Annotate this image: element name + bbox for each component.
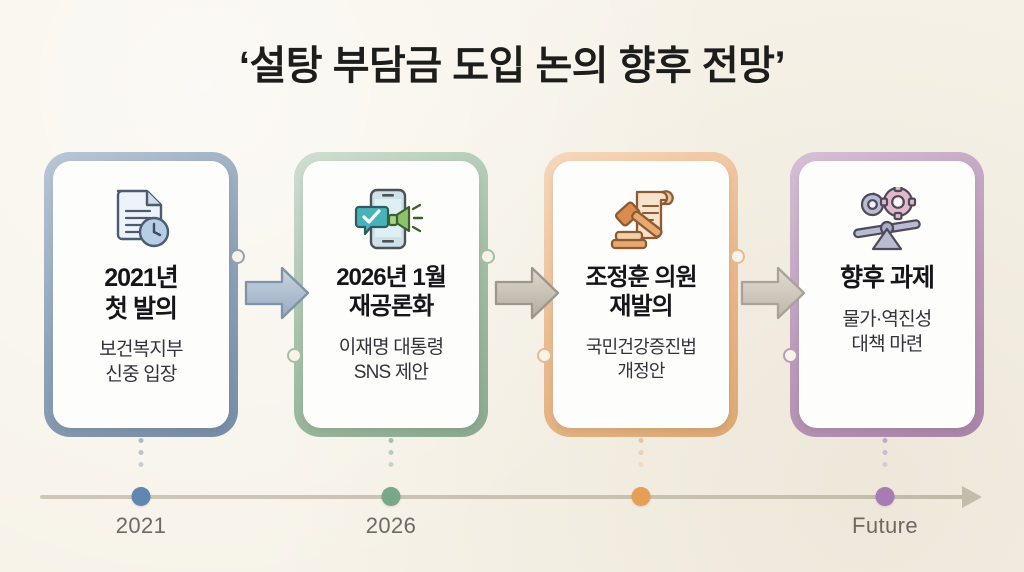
timeline-leader-dots bbox=[638, 438, 644, 474]
card-heading: 향후 과제 bbox=[840, 264, 935, 292]
connector-node-right bbox=[730, 249, 745, 264]
card-heading: 조정훈 의원 재발의 bbox=[585, 264, 697, 321]
timeline-dot bbox=[631, 487, 651, 506]
title-container: ‘설탕 부담금 도입 논의 향후 전망’ bbox=[0, 44, 1024, 88]
timeline-label: 2021 bbox=[115, 513, 167, 538]
card-heading: 2021년 첫 발의 bbox=[104, 264, 179, 323]
flow-arrow-2 bbox=[494, 262, 562, 324]
timeline-card-2021[interactable]: 2021년 첫 발의 보건복지부 신중 입장 bbox=[44, 152, 245, 437]
timeline-leader-dots bbox=[138, 438, 144, 474]
flow-arrow-3 bbox=[740, 262, 808, 324]
timeline-line bbox=[40, 495, 970, 499]
document-clock-icon bbox=[110, 183, 172, 257]
card-heading: 2026년 1월 재공론화 bbox=[336, 264, 447, 321]
timeline-label: 2026 bbox=[365, 513, 417, 538]
connector-node-right bbox=[230, 249, 245, 264]
gavel-scroll-icon bbox=[603, 183, 679, 257]
page-title: ‘설탕 부담금 도입 논의 향후 전망’ bbox=[238, 44, 786, 88]
timeline-dot bbox=[875, 487, 895, 506]
seesaw-gears-icon bbox=[846, 183, 928, 257]
card-subtitle: 물가·역진성 대책 마련 bbox=[842, 308, 933, 355]
flow-arrow-1 bbox=[244, 262, 312, 324]
timeline-leader-dots bbox=[882, 438, 888, 474]
card-subtitle: 국민건강증진법 개정안 bbox=[585, 336, 697, 381]
card-subtitle: 이재명 대통령 SNS 제안 bbox=[338, 336, 444, 383]
timeline-dot bbox=[131, 487, 151, 506]
timeline-label: Future bbox=[852, 513, 918, 538]
timeline-axis: 2021 2026 bbox=[0, 438, 1024, 555]
timeline-card-future[interactable]: 향후 과제 물가·역진성 대책 마련 bbox=[783, 152, 984, 437]
timeline-arrowhead-icon bbox=[962, 486, 982, 508]
timeline-cards: 2021년 첫 발의 보건복지부 신중 입장 bbox=[0, 152, 1024, 442]
timeline-card-2026[interactable]: 2026년 1월 재공론화 이재명 대통령 SNS 제안 bbox=[287, 152, 495, 437]
card-subtitle: 보건복지부 신중 입장 bbox=[99, 339, 183, 386]
connector-node-left bbox=[287, 348, 302, 363]
timeline-dot bbox=[381, 487, 401, 506]
timeline-leader-dots bbox=[388, 438, 394, 474]
smartphone-megaphone-icon bbox=[353, 183, 429, 257]
connector-node-left bbox=[537, 348, 552, 363]
connector-node-left bbox=[783, 348, 798, 363]
timeline-card-rebill[interactable]: 조정훈 의원 재발의 국민건강증진법 개정안 bbox=[537, 152, 745, 437]
connector-node-right bbox=[480, 249, 495, 264]
